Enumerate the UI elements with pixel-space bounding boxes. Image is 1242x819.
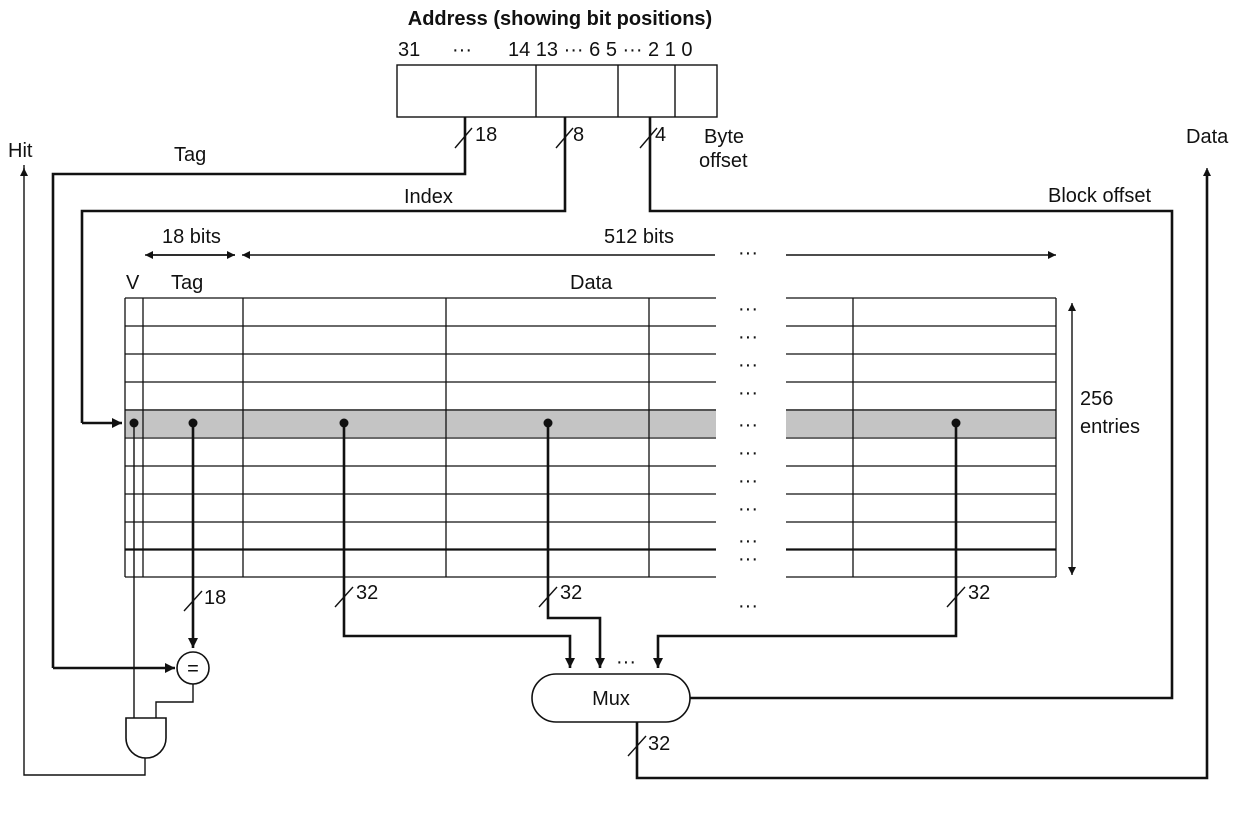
comparator-to-and-wire — [155, 684, 194, 718]
tag-wire — [51, 117, 473, 673]
mux-label: Mux — [592, 688, 630, 710]
bit-position-31: 31 — [398, 39, 420, 61]
data-out-wire — [627, 168, 1211, 780]
row-ellipsis: ··· — [738, 298, 758, 320]
tag-label: Tag — [174, 144, 206, 166]
word15-bus-width: 32 — [968, 582, 990, 604]
hit-wire — [20, 165, 146, 776]
data-out-label: Data — [1186, 126, 1229, 148]
bit-position-ellipsis: ··· — [452, 39, 472, 61]
comparator: = — [176, 651, 210, 685]
byte-offset-label-2: offset — [699, 150, 748, 172]
row-ellipsis: ··· — [738, 414, 758, 436]
address-register — [396, 64, 718, 118]
address-title: Address (showing bit positions) — [408, 8, 712, 30]
row-ellipsis: ··· — [738, 354, 758, 376]
word0-bus-width: 32 — [356, 582, 378, 604]
entries-count: 256 — [1080, 388, 1113, 410]
selected-row-left — [125, 409, 716, 437]
word1-bus-width: 32 — [560, 582, 582, 604]
row-ellipsis: ··· — [738, 326, 758, 348]
index-label: Index — [404, 186, 453, 208]
block-offset-label: Block offset — [1048, 185, 1151, 207]
hit-label: Hit — [8, 140, 33, 162]
block-offset-wire — [639, 117, 1174, 700]
data-header: Data — [570, 272, 613, 294]
word0-wire — [334, 418, 575, 668]
tag-compare-bus-width: 18 — [204, 587, 226, 609]
tag-width-label: 18 bits — [162, 226, 221, 248]
mux-out-bus-width: 32 — [648, 733, 670, 755]
selected-row-right — [786, 409, 1056, 437]
data-width-label: 512 bits — [604, 226, 674, 248]
comparator-symbol: = — [187, 658, 199, 680]
index-wire — [80, 117, 574, 428]
row-ellipsis: ··· — [738, 530, 758, 552]
and-gate — [125, 717, 167, 759]
entries-label: entries — [1080, 416, 1140, 438]
row-ellipses: ······························ — [738, 298, 758, 570]
tag-compare-wire — [183, 418, 203, 648]
word-bus-ellipsis: ··· — [738, 595, 758, 617]
row-ellipsis: ··· — [738, 382, 758, 404]
offset-bus-width: 4 — [655, 124, 666, 146]
valid-header: V — [126, 272, 140, 294]
data-width-ellipsis: ··· — [738, 242, 758, 264]
bit-position-low: 14 13 ··· 6 5 ··· 2 1 0 — [508, 39, 693, 61]
word1-wire — [538, 418, 605, 668]
index-bus-width: 8 — [573, 124, 584, 146]
tag-bus-width: 18 — [475, 124, 497, 146]
row-ellipsis: ··· — [738, 442, 758, 464]
mux-input-ellipsis: ··· — [616, 651, 636, 673]
tag-header: Tag — [171, 272, 203, 294]
cache-table — [124, 297, 1057, 578]
row-ellipsis: ··· — [738, 470, 758, 492]
word15-wire — [653, 418, 966, 668]
row-ellipsis: ··· — [738, 498, 758, 520]
valid-bit-wire — [129, 418, 139, 718]
mux: Mux — [531, 673, 691, 723]
byte-offset-label-1: Byte — [704, 126, 744, 148]
row-ellipsis: ··· — [738, 548, 758, 570]
